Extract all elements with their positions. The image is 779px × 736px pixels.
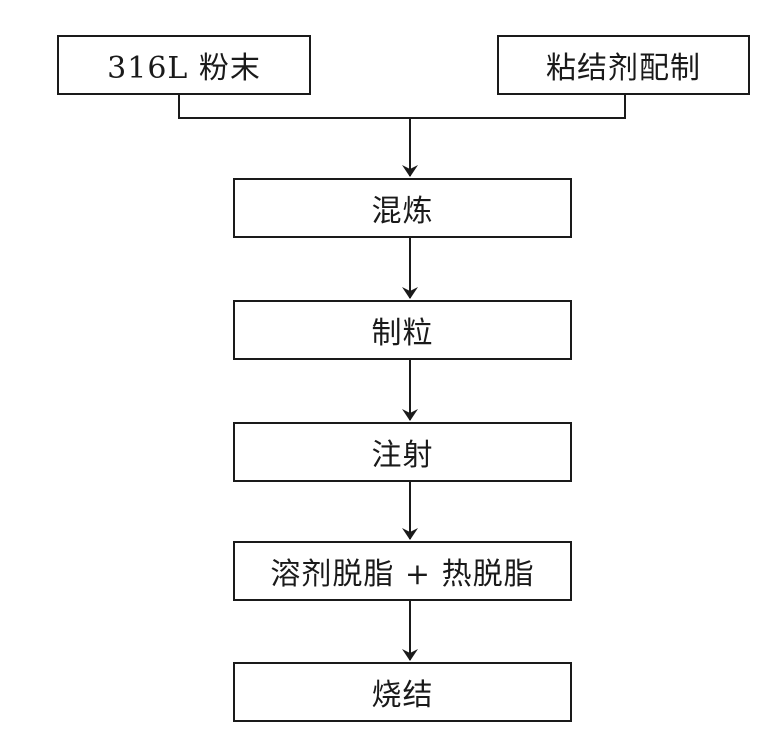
step-sintering-label: 烧结 bbox=[371, 678, 434, 713]
merge-connector-line bbox=[178, 95, 626, 119]
step-debinding-label: 溶剂脱脂 + 热脱脂 bbox=[270, 557, 535, 592]
step-binder-box: 粘结剂配制 bbox=[497, 35, 750, 95]
step-debinding-box: 溶剂脱脂 + 热脱脂 bbox=[233, 541, 572, 601]
step-granulation-box: 制粒 bbox=[233, 300, 572, 360]
step-mixing-box: 混炼 bbox=[233, 178, 572, 238]
step-sintering-box: 烧结 bbox=[233, 662, 572, 722]
step-injection-box: 注射 bbox=[233, 422, 572, 482]
step-injection-label: 注射 bbox=[371, 438, 434, 473]
step-granulation-label: 制粒 bbox=[371, 316, 434, 351]
step-powder-label: 316L 粉末 bbox=[107, 51, 261, 86]
step-powder-box: 316L 粉末 bbox=[57, 35, 311, 95]
step-mixing-label: 混炼 bbox=[371, 194, 434, 229]
step-binder-label: 粘结剂配制 bbox=[546, 51, 701, 86]
